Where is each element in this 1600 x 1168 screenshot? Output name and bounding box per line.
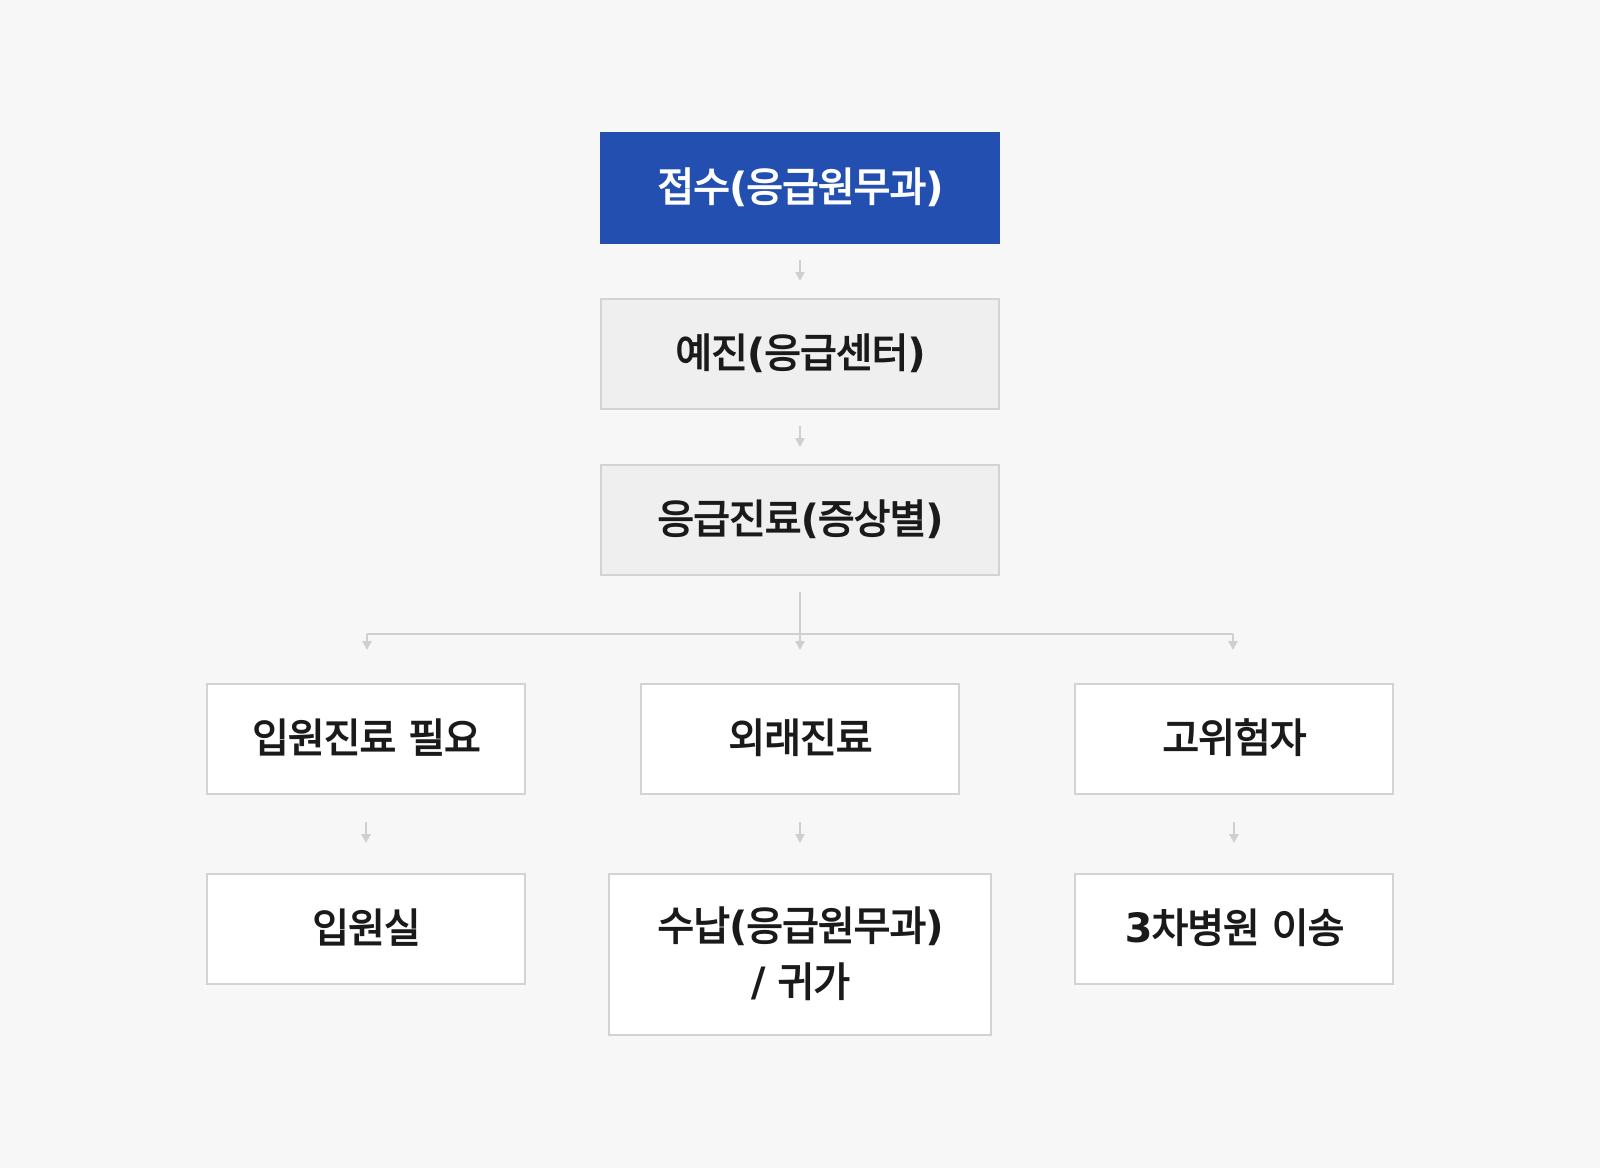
arrowhead-outcome-left [361, 834, 371, 843]
outcome-transfer-node: 3차병원 이송 [1074, 873, 1394, 985]
treatment-label: 응급진료(증상별) [657, 497, 943, 543]
triage-label: 예진(응급센터) [675, 331, 925, 377]
arrowhead-outcome-mid [795, 834, 805, 843]
branch-high-risk-label: 고위험자 [1162, 716, 1306, 762]
treatment-node: 응급진료(증상별) [600, 464, 1000, 576]
reception-node: 접수(응급원무과) [600, 132, 1000, 244]
outcome-transfer-label: 3차병원 이송 [1124, 906, 1345, 952]
arrowhead-triage [795, 272, 805, 281]
triage-node: 예진(응급센터) [600, 298, 1000, 410]
branch-outpatient-node: 외래진료 [640, 683, 960, 795]
branch-inpatient-label: 입원진료 필요 [252, 716, 481, 762]
outcome-home-label: / 귀가 [750, 959, 850, 1006]
outcome-ward-node: 입원실 [206, 873, 526, 985]
arrowhead-outcome-right [1229, 834, 1239, 843]
arrowhead-treatment [795, 438, 805, 447]
arrowhead-branch-left [362, 641, 372, 650]
reception-label: 접수(응급원무과) [657, 165, 943, 211]
branch-high-risk-node: 고위험자 [1074, 683, 1394, 795]
branch-inpatient-node: 입원진료 필요 [206, 683, 526, 795]
outcome-payment-node: 수납(응급원무과) / 귀가 [608, 873, 992, 1036]
arrowhead-branch-mid [795, 641, 805, 650]
branch-outpatient-label: 외래진료 [728, 716, 872, 762]
outcome-ward-label: 입원실 [312, 906, 420, 952]
outcome-payment-label: 수납(응급원무과) [657, 903, 943, 950]
arrowhead-branch-right [1228, 641, 1238, 650]
